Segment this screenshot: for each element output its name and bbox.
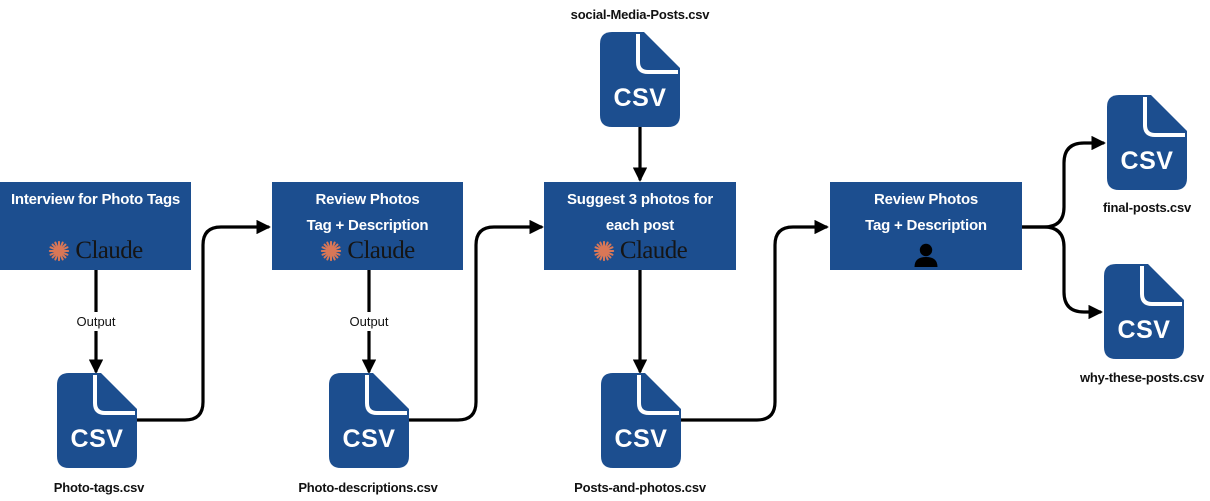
csv-label: CSV bbox=[614, 425, 668, 453]
file-caption: why-these-posts.csv bbox=[1079, 370, 1205, 385]
claude-wordmark: Claude bbox=[347, 237, 415, 264]
claude-wordmark: Claude bbox=[75, 237, 143, 264]
arrow-review-to-final bbox=[1020, 135, 1106, 229]
step-title-line: each post bbox=[605, 217, 675, 234]
claude-wordmark: Claude bbox=[619, 237, 688, 264]
claude-logo: Claude bbox=[272, 237, 463, 265]
csv-label: CSV bbox=[1120, 147, 1174, 175]
claude-spark-icon bbox=[593, 240, 615, 262]
file-caption: Posts-and-photos.csv bbox=[574, 480, 706, 495]
file-caption: final-posts.csv bbox=[1102, 200, 1192, 215]
step-title-line: Review Photos bbox=[315, 191, 420, 208]
claude-logo: Claude bbox=[0, 237, 191, 265]
arrow-phototags-to-review bbox=[134, 219, 271, 422]
step-review-photos: Review Photos Tag + Description Claude bbox=[272, 182, 463, 270]
csv-file-icon: CSV bbox=[1104, 264, 1184, 359]
csv-file-icon: CSV bbox=[1107, 95, 1187, 190]
file-caption: social-Media-Posts.csv bbox=[570, 7, 710, 22]
edge-label-output: Output bbox=[76, 312, 116, 331]
step-title-line: Suggest 3 photos for bbox=[566, 191, 713, 208]
csv-file-icon: CSV bbox=[601, 373, 681, 468]
claude-spark-icon bbox=[321, 240, 342, 262]
csv-file-icon: CSV bbox=[57, 373, 137, 468]
step-title-line: Review Photos bbox=[873, 191, 979, 208]
csv-file-icon: CSV bbox=[329, 373, 409, 468]
csv-file-icon: CSV bbox=[600, 32, 680, 127]
step-title-line: Tag + Description bbox=[865, 217, 987, 234]
claude-logo: Claude bbox=[544, 237, 736, 265]
arrow-review-to-why bbox=[1020, 225, 1103, 320]
csv-label: CSV bbox=[342, 425, 396, 453]
step-interview-for-photo-tags: Interview for Photo Tags Claude bbox=[0, 182, 191, 270]
arrow-descriptions-to-suggest bbox=[407, 219, 544, 422]
edge-label-output: Output bbox=[349, 312, 389, 331]
csv-label: CSV bbox=[1117, 316, 1171, 344]
person-icon bbox=[830, 243, 1022, 267]
step-title-line: Interview for Photo Tags bbox=[10, 191, 181, 208]
csv-label: CSV bbox=[70, 425, 124, 453]
file-caption: Photo-descriptions.csv bbox=[298, 480, 438, 495]
file-caption: Photo-tags.csv bbox=[53, 480, 145, 495]
csv-label: CSV bbox=[613, 84, 667, 112]
step-suggest-photos: Suggest 3 photos for each post Claude bbox=[544, 182, 736, 270]
step-title-line: Tag + Description bbox=[306, 217, 429, 234]
claude-spark-icon bbox=[49, 240, 70, 262]
arrow-posts-to-review bbox=[679, 219, 829, 422]
step-human-review: Review Photos Tag + Description bbox=[830, 182, 1022, 270]
